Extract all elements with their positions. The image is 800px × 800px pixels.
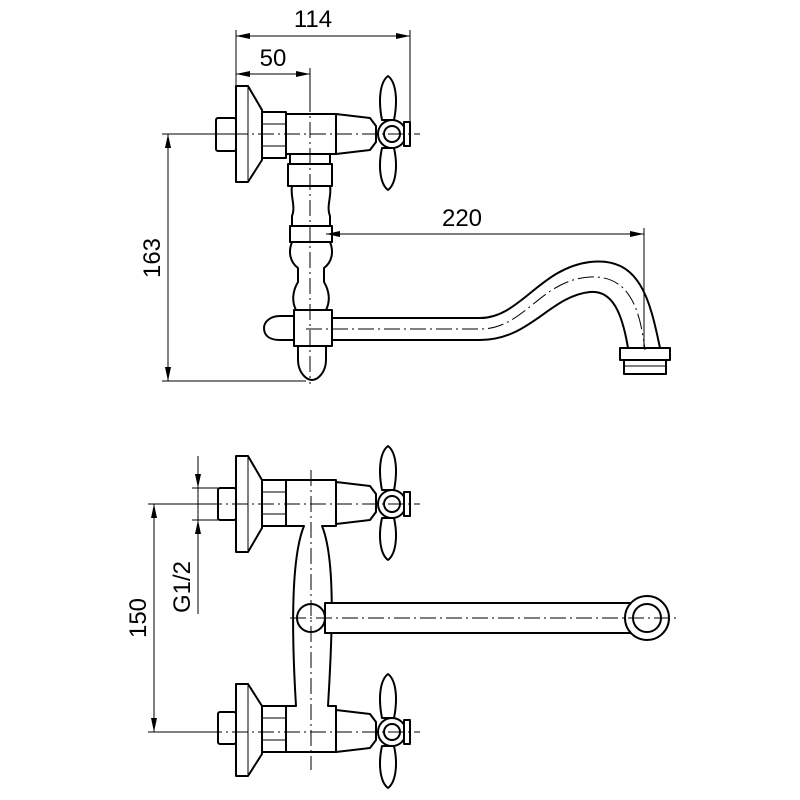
dimension-150: 150 bbox=[125, 503, 218, 733]
dimension-thread: G1/2 bbox=[169, 456, 218, 614]
cross-handle bbox=[377, 75, 411, 191]
dimension-114-label: 114 bbox=[294, 6, 332, 33]
dimension-50-label: 50 bbox=[260, 45, 287, 72]
lower-cross-handle bbox=[335, 673, 411, 789]
dimension-220-label: 220 bbox=[442, 205, 482, 232]
spout bbox=[331, 260, 671, 375]
dimension-163-label: 163 bbox=[139, 238, 166, 278]
dimension-163: 163 bbox=[139, 133, 306, 382]
dimension-50: 50 bbox=[235, 45, 311, 110]
dimension-thread-label: G1/2 bbox=[169, 561, 196, 613]
body-column bbox=[263, 153, 333, 381]
dimension-114: 114 bbox=[235, 6, 411, 126]
upper-cross-handle bbox=[335, 445, 411, 561]
dimension-150-label: 150 bbox=[125, 598, 152, 638]
lower-flange bbox=[217, 683, 287, 777]
wall-flange bbox=[215, 85, 263, 183]
front-view bbox=[206, 445, 680, 789]
upper-flange bbox=[217, 455, 287, 553]
dimension-220: 220 bbox=[326, 205, 645, 348]
valve-body bbox=[261, 111, 377, 159]
side-view bbox=[206, 70, 671, 384]
